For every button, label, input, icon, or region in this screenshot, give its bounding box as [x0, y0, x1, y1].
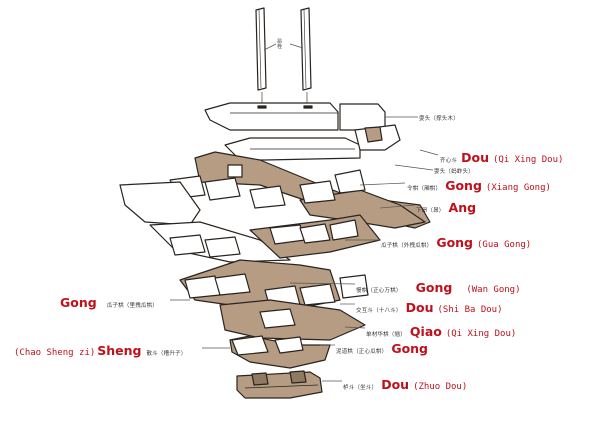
label-nidaogong: 泥道栱（正心瓜栱） Gong [336, 341, 428, 356]
label-guazigong-in: Gong 瓜子栱（里拽瓜栱） [60, 295, 158, 310]
label-shuatou: 耍头（撑头木） [419, 114, 459, 122]
ang-pin-left [255, 7, 267, 104]
label-qixindou-main: Dou [461, 150, 489, 165]
label-huagong-sub: (Qi Xing Dou) [445, 329, 517, 339]
label-linggong: 令栱（厢栱） Gong (Xiang Gong) [407, 178, 551, 193]
label-qixindou: 齐心斗 Dou (Qi Xing Dou) [440, 150, 563, 165]
label-mangong: 慢栱（正心万栱） Gong (Wan Gong) [356, 280, 521, 295]
label-sandou: (Chao Sheng zi) Sheng 散斗（槽升子） [14, 343, 186, 358]
leader-lines [170, 116, 439, 382]
label-linggong-main: Gong [445, 178, 482, 193]
label-mangong-main: Gong [415, 280, 453, 295]
chengtoumu-beam [204, 102, 386, 131]
label-huagong-main: Qiao [409, 324, 442, 339]
label-qixindou-sub: (Qi Xing Dou) [492, 155, 564, 165]
label-qixindou-cn: 齐心斗 [440, 158, 458, 164]
label-sandou-cn: 散斗（槽升子） [146, 351, 187, 357]
label-xiaang: 下昂（昂） Ang [416, 200, 476, 215]
pin-leader-right [289, 43, 304, 49]
label-jiaohudou-sub: (Shi Ba Dou) [437, 305, 503, 315]
label-guazigong-out-cn: 瓜子栱（外拽瓜栱） [381, 243, 433, 249]
label-nidaogong-main: Gong [391, 341, 429, 356]
label-ludou-main: Dou [381, 377, 410, 392]
label-guazigong-in-cn: 瓜子栱（里拽瓜栱） [106, 303, 159, 309]
lower-tier [179, 259, 369, 311]
label-nidaogong-cn: 泥道栱（正心瓜栱） [336, 349, 388, 355]
ang-pin-right [300, 7, 312, 104]
label-ludou: 栌斗（坐斗） Dou (Zhuo Dou) [343, 377, 467, 392]
leader-huagong [344, 326, 366, 329]
label-guazigong-out-sub: (Gua Gong) [477, 240, 532, 250]
label-sandou-main: Sheng [97, 343, 142, 358]
label-mangong-cn: 慢栱（正心万栱） [356, 288, 402, 294]
label-guazigong-out: 瓜子栱（外拽瓜栱） Gong (Gua Gong) [381, 235, 531, 250]
label-xiaang-cn: 下昂（昂） [416, 208, 445, 214]
label-jiaohudou-cn: 交互斗（十八斗） [356, 308, 402, 314]
label-mantou-cn: 耍头（蚂蚱头） [434, 169, 474, 175]
label-mantou: 耍头（蚂蚱头） [434, 167, 474, 175]
label-guazigong-in-main: Gong [60, 295, 97, 310]
label-huagong: 单材华栱（翘） Qiao (Qi Xing Dou) [366, 324, 516, 339]
label-ludou-cn: 栌斗（坐斗） [343, 385, 378, 391]
leader-mangong [289, 282, 356, 285]
middle-tier [149, 214, 381, 263]
label-linggong-cn: 令栱（厢栱） [407, 186, 442, 192]
ludou-block [236, 370, 323, 399]
leader-mantou [394, 164, 434, 171]
label-xiaang-main: Ang [448, 200, 477, 215]
label-jiaohudou-main: Dou [405, 300, 434, 315]
qiao-arm [219, 299, 366, 341]
label-ludou-sub: (Zhuo Dou) [413, 382, 468, 392]
leader-qixindou [419, 149, 439, 156]
leader-xiaang [379, 204, 416, 209]
label-huagong-cn: 单材华栱（翘） [366, 332, 406, 338]
label-ang-pin: 昂栓 [277, 39, 283, 50]
label-sandou-sub: (Chao Sheng zi) [14, 348, 96, 358]
nidao-gong [229, 335, 331, 369]
leader-linggong [359, 182, 406, 186]
label-jiaohudou: 交互斗（十八斗） Dou (Shi Ba Dou) [356, 300, 503, 315]
label-guazigong-out-main: Gong [436, 235, 474, 250]
upper-bracket-row [119, 124, 401, 226]
pin-leader-left [263, 43, 277, 51]
label-linggong-sub: (Xiang Gong) [485, 183, 551, 193]
label-mangong-sub: (Wan Gong) [466, 285, 521, 295]
label-shuatou-cn: 耍头（撑头木） [419, 116, 459, 122]
shuatou-beam [224, 137, 361, 161]
